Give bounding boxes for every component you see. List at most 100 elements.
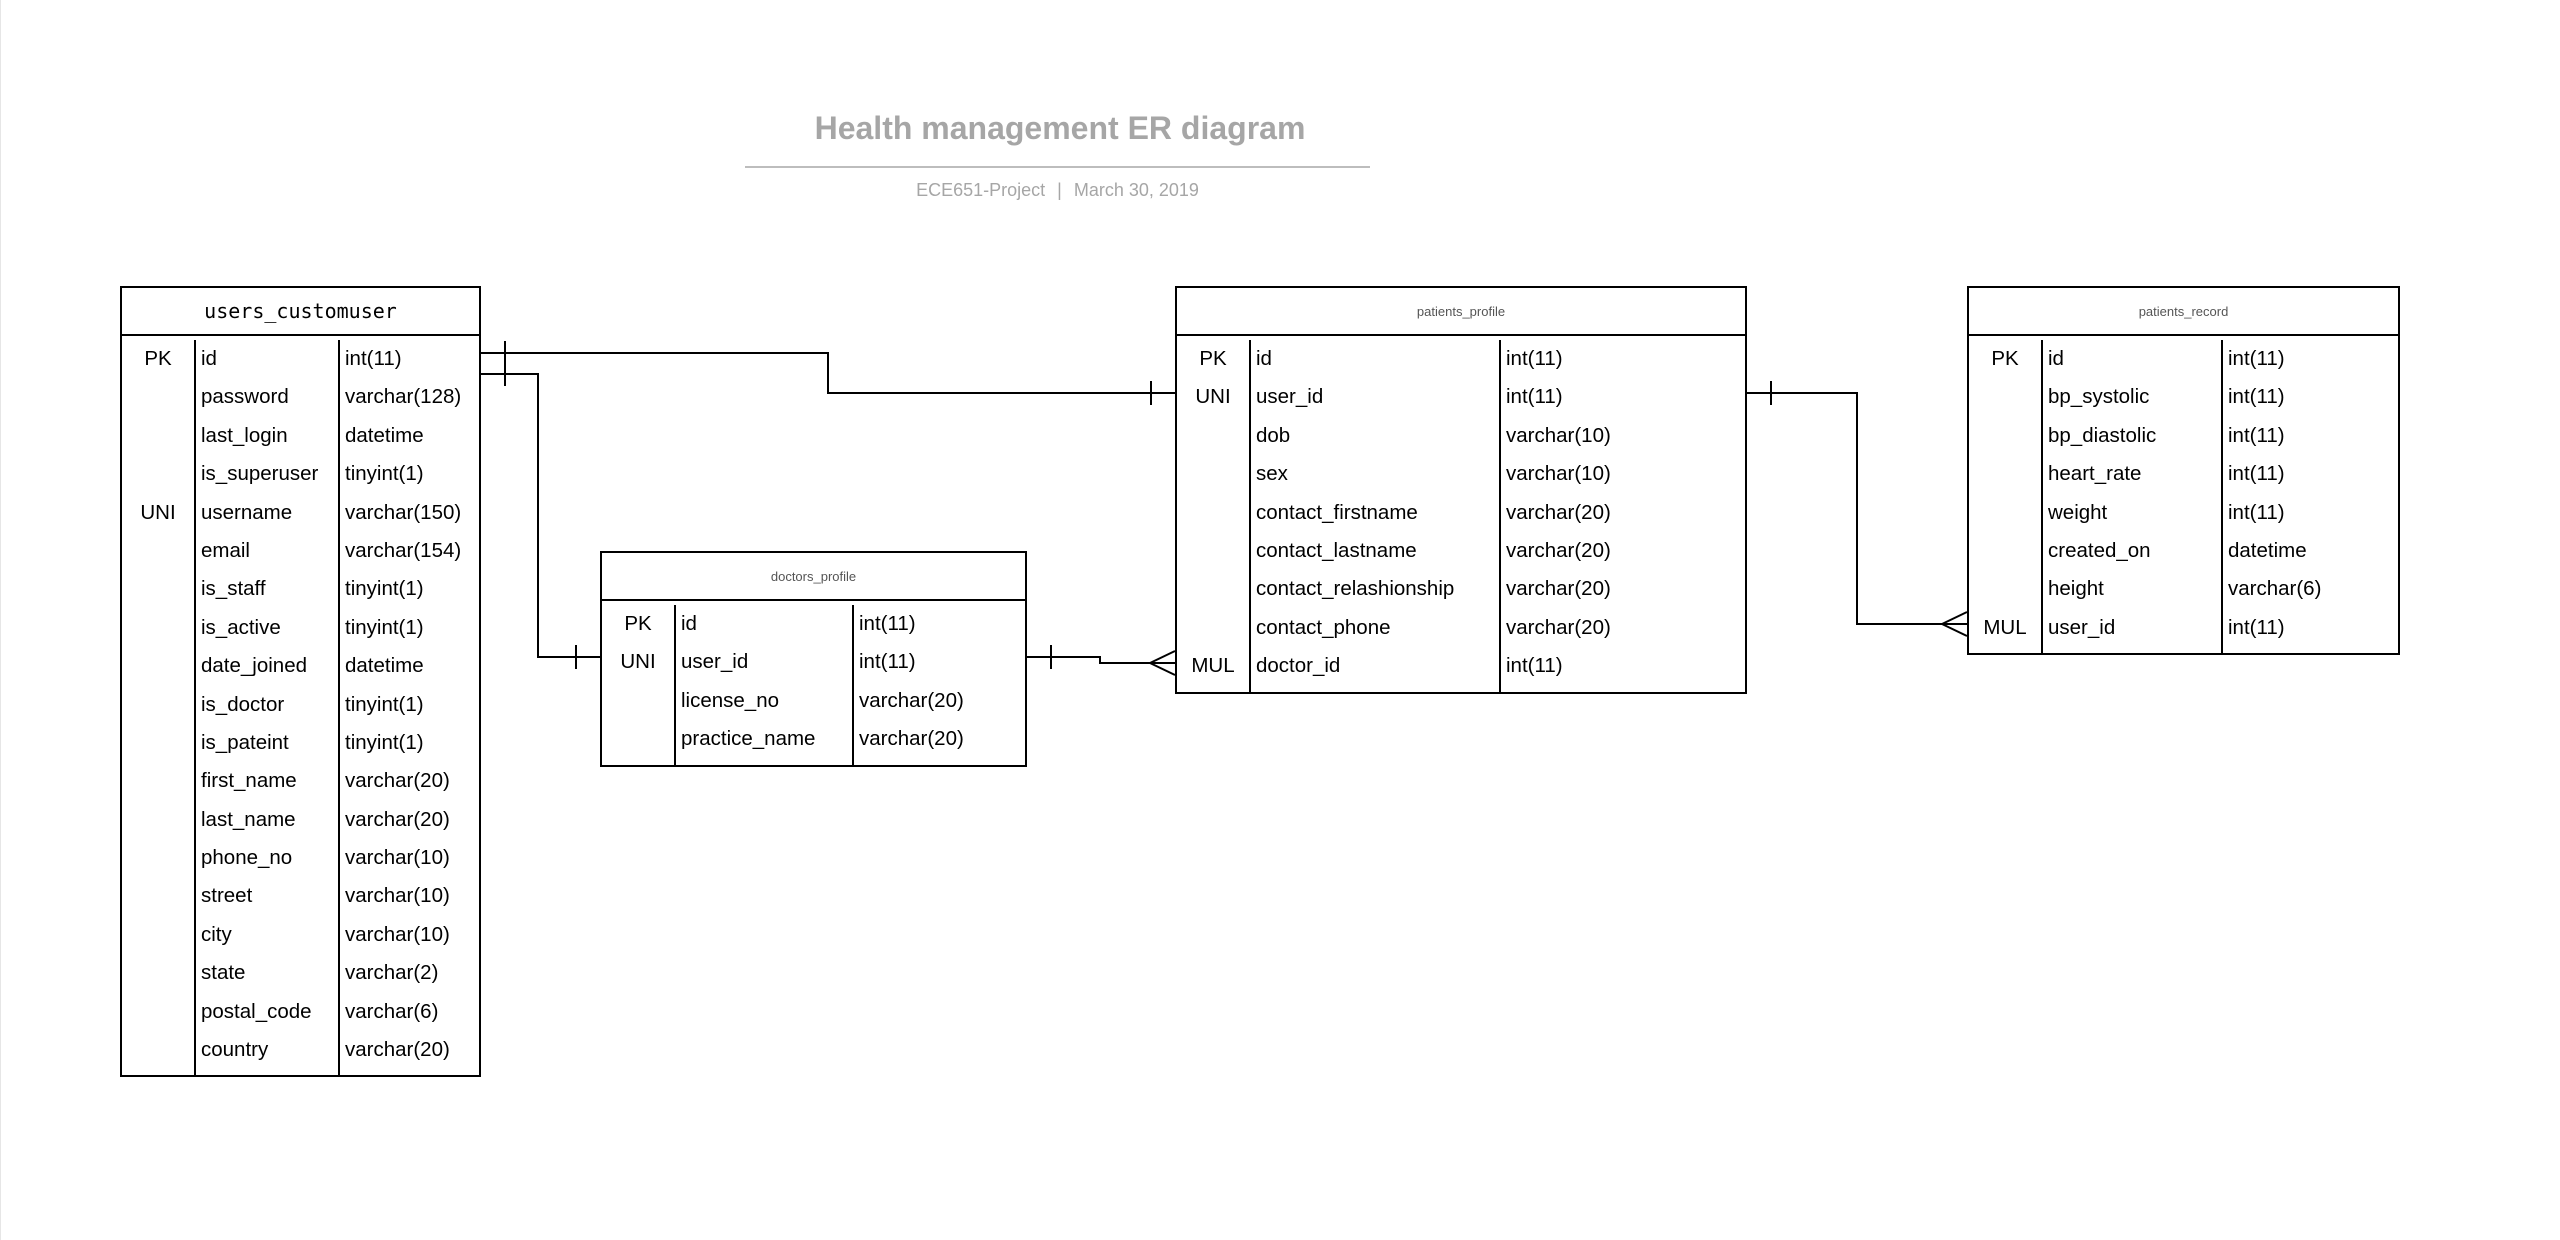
key-cell: PK: [1991, 347, 2019, 370]
field-name-cell: contact_phone: [1256, 615, 1391, 639]
subtitle-date: March 30, 2019: [1073, 180, 1199, 200]
key-cell: UNI: [620, 650, 656, 674]
field-name-cell: user_id: [681, 650, 749, 674]
field-name-cell: is_pateint: [201, 730, 289, 754]
entity-title: patients_profile: [1177, 288, 1745, 336]
key-cell: MUL: [1983, 615, 2027, 639]
key-cell: [122, 993, 194, 1031]
field-type-cell: datetime: [345, 423, 424, 447]
key-cell: [122, 532, 194, 570]
field-name-cell: email: [201, 538, 250, 562]
relationship-user-patient: [481, 352, 1175, 394]
field-type-cell: varchar(154): [345, 538, 462, 562]
key-cell: [122, 378, 194, 416]
key-cell: [602, 720, 674, 758]
canvas-left-edge: [0, 0, 1, 1240]
many-marker: [1941, 611, 1968, 637]
key-cell: [1177, 609, 1249, 647]
key-cell: [602, 682, 674, 720]
field-type-cell: varchar(20): [1506, 538, 1611, 562]
field-name-cell: state: [201, 961, 246, 985]
field-name-cell: license_no: [681, 688, 780, 712]
field-type-cell: int(11): [2228, 615, 2285, 639]
relationship-doctor-patient: [1027, 656, 1175, 664]
field-name-cell: is_staff: [201, 577, 266, 601]
field-type-cell: varchar(10): [1506, 462, 1611, 486]
key-column: PK UNI: [122, 340, 194, 1075]
type-column: int(11)int(11)int(11)int(11)int(11)datet…: [2221, 340, 2398, 654]
key-cell: [1177, 532, 1249, 570]
field-type-cell: varchar(10): [345, 846, 450, 870]
key-cell: UNI: [140, 500, 176, 524]
relationship-patient-record: [1747, 392, 1967, 625]
field-type-cell: tinyint(1): [345, 692, 424, 716]
key-cell: MUL: [1191, 654, 1235, 678]
key-cell: [122, 839, 194, 877]
key-cell: [1177, 494, 1249, 532]
key-cell: UNI: [1195, 385, 1231, 409]
field-type-cell: int(11): [2228, 347, 2285, 370]
key-cell: [122, 686, 194, 724]
key-cell: [1969, 455, 2041, 493]
key-cell: [122, 647, 194, 685]
field-name-cell: bp_diastolic: [2048, 423, 2157, 447]
field-name-cell: dob: [1256, 423, 1291, 447]
entity-title: patients_record: [1969, 288, 2398, 336]
key-cell: [122, 801, 194, 839]
field-type-cell: varchar(10): [345, 884, 450, 908]
field-name-cell: contact_firstname: [1256, 500, 1418, 524]
key-cell: [122, 1031, 194, 1069]
key-cell: [1177, 455, 1249, 493]
key-cell: [122, 916, 194, 954]
field-name-cell: height: [2048, 577, 2104, 601]
field-name-cell: is_superuser: [201, 462, 319, 486]
field-type-cell: varchar(20): [859, 688, 964, 712]
field-name-cell: country: [201, 1038, 269, 1062]
field-name-cell: practice_name: [681, 727, 816, 751]
field-name-cell: last_name: [201, 807, 296, 831]
relationship-user-doctor: [481, 373, 600, 658]
field-name-cell: date_joined: [201, 654, 308, 678]
key-cell: [1969, 417, 2041, 455]
key-column: PK MUL: [1969, 340, 2041, 653]
key-cell: [122, 954, 194, 992]
field-type-cell: tinyint(1): [345, 730, 424, 754]
entity-title: doctors_profile: [602, 553, 1025, 601]
key-cell: [122, 762, 194, 800]
field-name-cell: sex: [1256, 462, 1288, 486]
field-type-cell: varchar(20): [1506, 615, 1611, 639]
field-name-cell: heart_rate: [2048, 462, 2142, 486]
field-name-cell: contact_lastname: [1256, 538, 1417, 562]
field-name-cell: contact_relashionship: [1256, 577, 1455, 601]
field-type-cell: int(11): [2228, 423, 2285, 447]
field-type-cell: int(11): [345, 347, 402, 370]
field-type-cell: int(11): [1506, 385, 1563, 409]
field-type-cell: tinyint(1): [345, 462, 424, 486]
field-name-cell: is_active: [201, 615, 281, 639]
key-cell: [122, 570, 194, 608]
field-type-cell: varchar(6): [2228, 577, 2322, 601]
field-name-cell: last_login: [201, 423, 288, 447]
field-name-cell: street: [201, 884, 253, 908]
field-name-cell: id: [681, 612, 697, 635]
field-name-cell: id: [2048, 347, 2064, 370]
key-cell: PK: [144, 347, 172, 370]
field-type-cell: int(11): [859, 650, 916, 674]
field-type-cell: tinyint(1): [345, 577, 424, 601]
type-column: int(11)int(11)varchar(10)varchar(10)varc…: [1499, 340, 1745, 692]
field-type-cell: varchar(20): [1506, 500, 1611, 524]
field-column: id user_id license_no practice_name: [674, 605, 852, 765]
field-name-cell: phone_no: [201, 846, 293, 870]
field-type-cell: varchar(20): [345, 769, 450, 793]
field-name-cell: user_id: [1256, 385, 1324, 409]
key-cell: [1969, 570, 2041, 608]
